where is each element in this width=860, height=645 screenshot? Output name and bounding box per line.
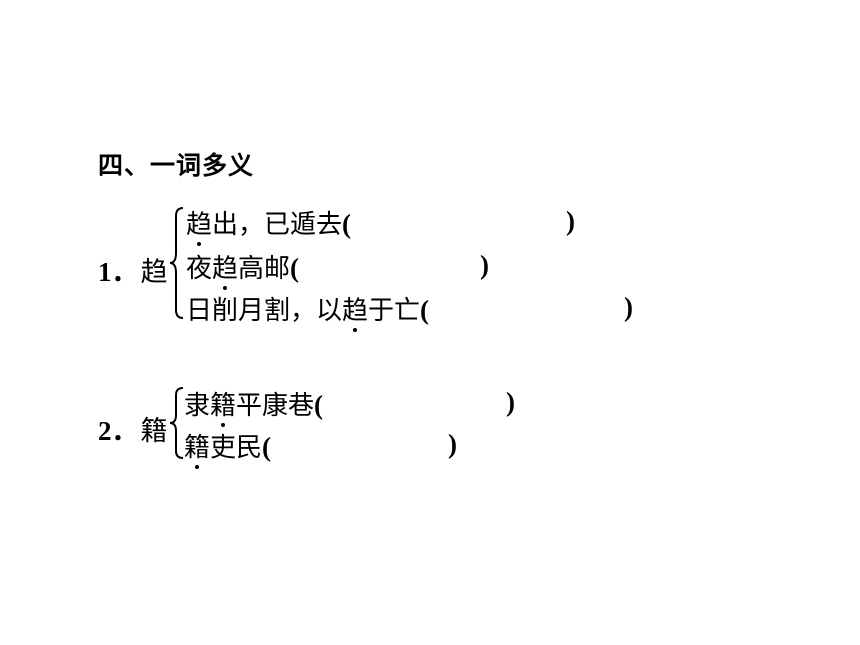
answer-blank-open: ( xyxy=(342,209,352,239)
answer-blank-open: ( xyxy=(262,432,272,462)
item-1-line-1: 趋出，已遁去( xyxy=(186,209,352,240)
answer-blank-open: ( xyxy=(314,390,324,420)
answer-blank-open: ( xyxy=(420,295,430,325)
item-1-word: 趋 xyxy=(140,257,168,288)
item-1-label: 1．趋 xyxy=(98,250,168,289)
item-1-brace xyxy=(169,207,184,319)
answer-blank-close: ) xyxy=(480,250,489,280)
section-heading: 四、一词多义 xyxy=(98,151,255,180)
emphasis-char: 趋 xyxy=(212,254,239,284)
item-2-line-1: 隶籍平康巷( xyxy=(184,390,324,421)
answer-blank-close: ) xyxy=(506,387,515,417)
item-2-number: 2． xyxy=(98,416,139,446)
answer-blank-close: ) xyxy=(566,206,575,236)
answer-blank-close: ) xyxy=(448,429,457,459)
item-2-line-2: 籍吏民( xyxy=(184,432,272,463)
item-1-number: 1． xyxy=(98,257,139,287)
emphasis-char: 趋 xyxy=(342,296,369,326)
emphasis-char: 趋 xyxy=(186,210,213,240)
emphasis-char: 籍 xyxy=(184,433,211,463)
item-2-word: 籍 xyxy=(140,416,168,447)
item-1-line-3: 日削月割，以趋于亡( xyxy=(186,295,430,326)
answer-blank-open: ( xyxy=(290,253,300,283)
item-1-line-2: 夜趋高邮( xyxy=(186,253,300,284)
item-2-brace xyxy=(169,387,184,459)
answer-blank-close: ) xyxy=(624,292,633,322)
emphasis-char: 籍 xyxy=(210,391,237,421)
item-2-label: 2．籍 xyxy=(98,409,168,448)
